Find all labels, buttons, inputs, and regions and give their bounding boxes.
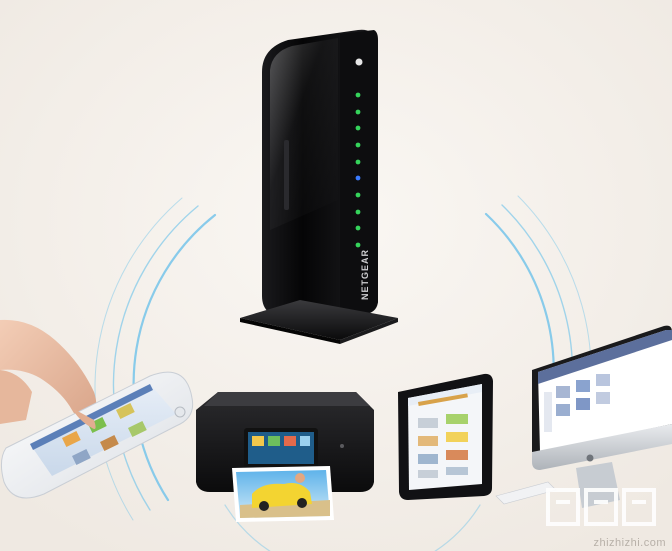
brand-emboss <box>284 140 289 210</box>
wifi-signal-arcs <box>94 195 592 551</box>
router-brand-label: NETGEAR <box>360 249 370 300</box>
router-status-leds <box>355 58 363 248</box>
fingertip <box>72 408 96 429</box>
imac-app-tiles <box>544 374 610 432</box>
phone-home-button <box>174 406 186 418</box>
watermark-logo <box>546 488 656 526</box>
phone <box>0 371 194 499</box>
router: NETGEAR <box>240 29 398 344</box>
router-stand <box>240 300 398 340</box>
printer <box>196 392 374 522</box>
phone-screen <box>30 384 176 476</box>
tablet <box>398 373 493 500</box>
apple-logo-icon <box>586 454 594 462</box>
watermark-site: zhizhizhi.com <box>593 537 666 549</box>
printed-photo <box>232 466 334 522</box>
imac-screen <box>538 330 672 452</box>
tablet-app-tiles <box>418 414 468 478</box>
imac <box>495 325 672 508</box>
phone-app-tiles <box>62 402 147 465</box>
